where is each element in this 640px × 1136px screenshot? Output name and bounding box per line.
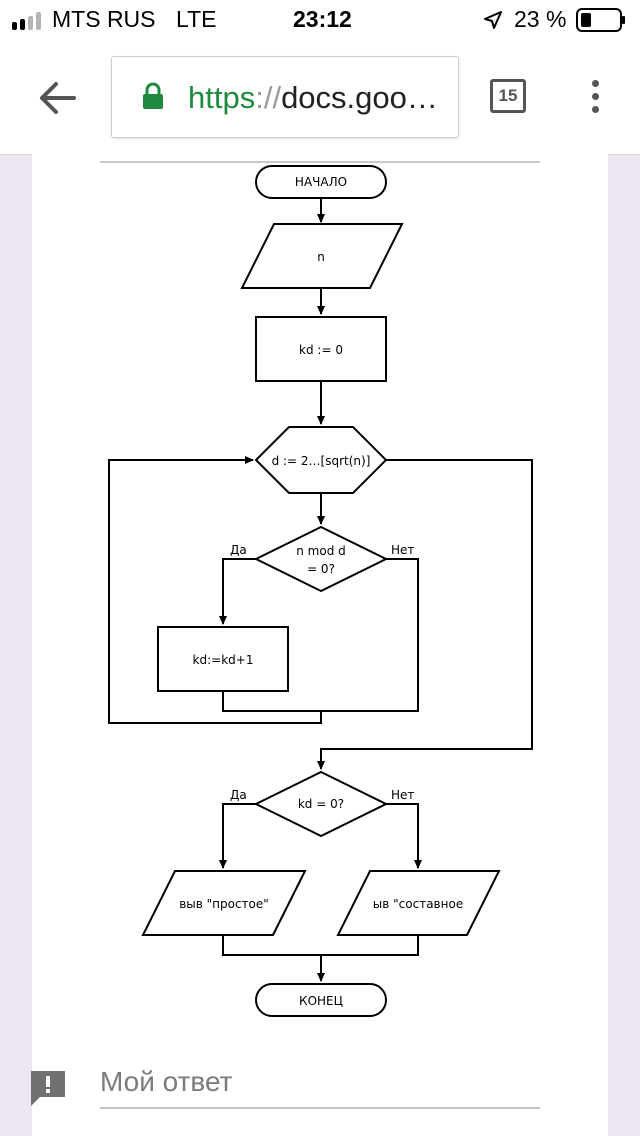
end-terminal	[255, 983, 387, 1017]
output-prime-label: выв "простое"	[179, 897, 269, 911]
answer-input[interactable]: Мой ответ	[100, 1066, 233, 1097]
no-label-2: Нет	[391, 788, 414, 802]
carrier-name: MTS RUS	[52, 6, 156, 32]
clock: 23:12	[293, 6, 352, 32]
output-prime	[141, 870, 307, 936]
network-type: LTE	[176, 6, 217, 32]
flowchart-image: НАЧАЛО n kd := 0 d := 2…[sqrt(n)] n mod …	[100, 160, 540, 1025]
condition-2-label: kd = 0?	[298, 797, 344, 811]
condition-1-line-2: = 0?	[307, 562, 335, 576]
output-composite-label: ыв "составное	[373, 897, 463, 911]
url-text: https://docs.goo…	[188, 80, 438, 116]
battery-percent: 23 %	[514, 6, 567, 32]
loop-label: d := 2…[sqrt(n)]	[272, 454, 371, 468]
signal-strength-icon	[12, 12, 41, 30]
location-icon	[484, 11, 502, 29]
url-scheme: https	[188, 80, 256, 115]
start-label: НАЧАЛО	[295, 175, 347, 189]
battery-icon	[576, 8, 625, 32]
input-parallelogram	[240, 223, 404, 289]
status-bar: MTS RUS LTE 23:12 23 %	[0, 0, 640, 40]
end-label: КОНЕЦ	[299, 994, 343, 1008]
condition-1-line-1: n mod d	[296, 544, 346, 558]
tab-switcher-button[interactable]: 15	[490, 79, 526, 113]
input-label: n	[317, 250, 325, 264]
feedback-icon[interactable]	[28, 1068, 68, 1108]
init-label: kd := 0	[299, 343, 343, 357]
address-bar[interactable]: https://docs.goo…	[111, 56, 459, 138]
condition-diamond-2	[253, 770, 389, 838]
section-divider	[100, 161, 540, 163]
yes-label-1: Да	[230, 543, 247, 557]
url-separator: ://	[255, 80, 282, 115]
url-host: docs.goo…	[281, 80, 438, 115]
no-label-1: Нет	[391, 543, 414, 557]
back-arrow-icon[interactable]	[34, 78, 82, 118]
overflow-menu-icon[interactable]	[588, 80, 602, 116]
answer-underline	[100, 1107, 540, 1109]
yes-label-2: Да	[230, 788, 247, 802]
condition-diamond-1	[253, 525, 389, 593]
lock-icon	[143, 82, 163, 109]
output-composite	[336, 870, 501, 936]
increment-label: kd:=kd+1	[193, 653, 254, 667]
